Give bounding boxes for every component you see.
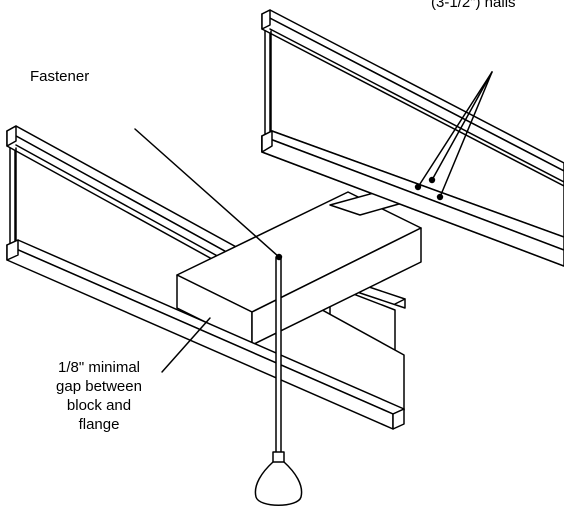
hanger-collar [272,451,285,463]
leader-lines [134,71,493,373]
right-beam-bottom-flange-overlay [261,130,564,267]
gap-label-line-4: flange [78,416,120,433]
gap-label-line-3: block and [66,397,132,414]
fastener-label: Fastener [30,68,90,85]
left-beam-top-flange-end [6,125,17,147]
right-beam-top-flange-end [261,9,271,30]
gap-label-line-1: 1/8" minimal [57,359,141,376]
fastener-leader [134,128,280,258]
hanger-rod [275,256,282,456]
nail-leader-2 [431,71,493,181]
gap-label: 1/8" minimal gap between block and flang… [40,358,158,434]
left-beam-bottom-flange-end [392,408,405,430]
wood-block [176,187,422,346]
hanger-loop [254,461,303,506]
nail-leader-1 [417,71,493,188]
block-side-face [251,227,422,346]
nails-label: (3-1/2") nails [431,0,516,11]
gap-label-line-2: gap between [56,378,142,395]
gap-leader [161,317,211,373]
nail-leader-3 [439,71,493,198]
left-i-beam-bottom-flange [6,239,405,430]
